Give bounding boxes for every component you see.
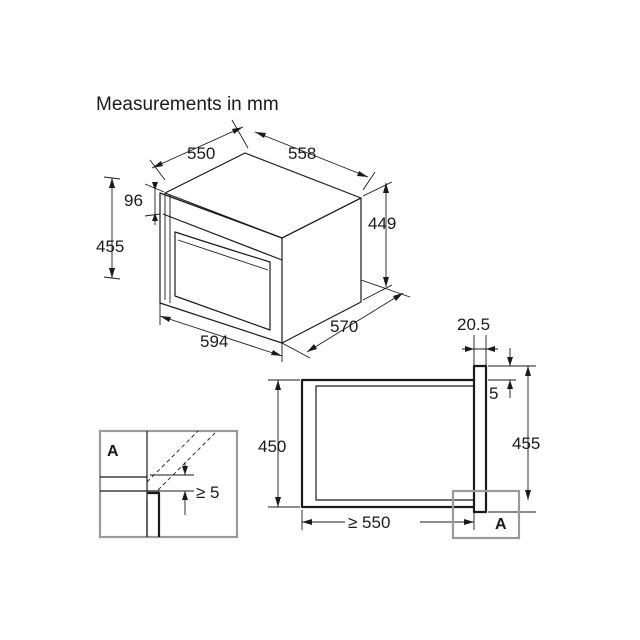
niche-inner-outline [315,385,474,501]
dim-front-height-product-label: 455 [96,237,124,256]
control-strip-line [162,213,283,261]
dim-gap: 5 [488,348,516,403]
detail-frame-marker: A [107,443,119,460]
dim-front-width-label: 594 [200,332,228,351]
dim-front-strip: 96 [124,182,165,225]
dim-niche-depth: ≥ 550 [301,510,475,532]
dim-front-thickness-label: 20.5 [457,315,490,334]
niche-outer-outline [300,378,474,509]
appliance-front-face [159,192,283,344]
dim-niche-height: 450 [258,379,300,508]
dim-front-width: 594 [159,303,283,362]
dim-niche-depth-label: ≥ 550 [348,513,390,532]
appliance-side-face [281,197,362,344]
dim-front-height-product: 455 [96,176,124,280]
dim-front-height-niche-label: 455 [512,434,540,453]
dim-depth-top-label: 550 [187,144,215,163]
niche-front-panel [472,364,488,514]
dim-front-height-niche: 455 [488,365,540,513]
dim-depth-top: 550 [149,119,249,181]
diagram-title: Measurements in mm [96,94,279,115]
detail-marker-box: A [451,489,521,540]
front-panel-edge [164,193,171,303]
detail-marker-label: A [495,516,507,533]
dim-front-strip-label: 96 [124,191,143,210]
dim-front-thickness: 20.5 [457,315,498,365]
appliance-top-face [164,152,362,239]
dim-body-height: 449 [362,181,396,301]
detail-frame [98,429,239,539]
niche-section-view [300,364,488,514]
dim-body-depth-label: 570 [330,317,358,336]
detail-min-gap-label: ≥ 5 [196,483,220,502]
dim-width-top-label: 558 [288,144,316,163]
appliance-isometric-view [159,152,362,344]
detail-view-a: A ≥ 5 [98,429,239,539]
dim-gap-label: 5 [489,384,498,403]
door-window-inner [177,239,269,271]
dim-width-top: 558 [254,131,376,191]
dim-niche-height-label: 450 [258,437,286,456]
dim-body-depth: 570 [281,279,411,359]
dim-body-height-label: 449 [368,214,396,233]
door-window [174,231,271,331]
